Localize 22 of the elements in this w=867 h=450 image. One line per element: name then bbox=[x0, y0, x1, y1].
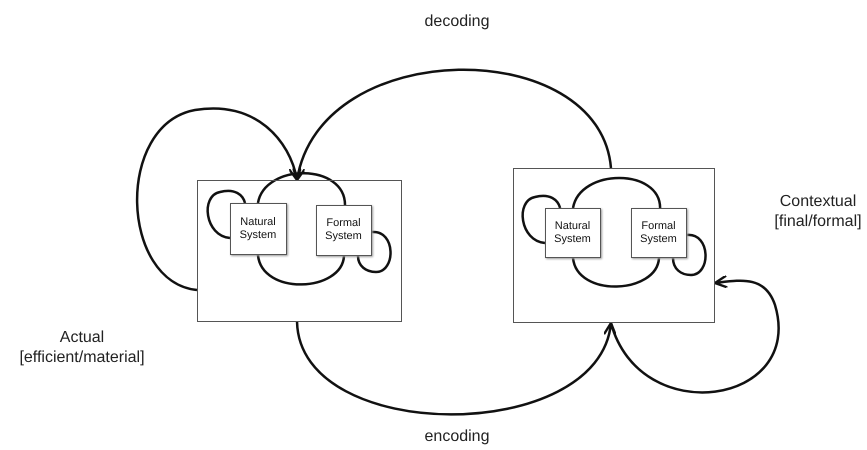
connector bbox=[672, 234, 707, 276]
connector bbox=[572, 258, 660, 288]
arrow bbox=[136, 107, 302, 292]
system-box bbox=[316, 204, 372, 256]
box-label: Formal System bbox=[324, 217, 363, 243]
connector bbox=[572, 176, 662, 208]
box-label: Natural System bbox=[238, 216, 278, 242]
connector bbox=[256, 254, 346, 286]
system-box bbox=[544, 208, 600, 258]
frame-box bbox=[197, 180, 402, 322]
box-label: Formal System bbox=[639, 220, 678, 246]
arrow bbox=[610, 274, 780, 394]
connector bbox=[206, 190, 246, 240]
connector bbox=[256, 172, 346, 206]
arrow bbox=[294, 68, 612, 182]
connector bbox=[521, 194, 562, 244]
frame-box bbox=[513, 168, 715, 323]
system-box bbox=[630, 208, 686, 258]
box-label: Natural System bbox=[553, 220, 592, 246]
system-box bbox=[230, 202, 286, 254]
connector bbox=[356, 230, 392, 274]
arrow bbox=[296, 322, 614, 416]
